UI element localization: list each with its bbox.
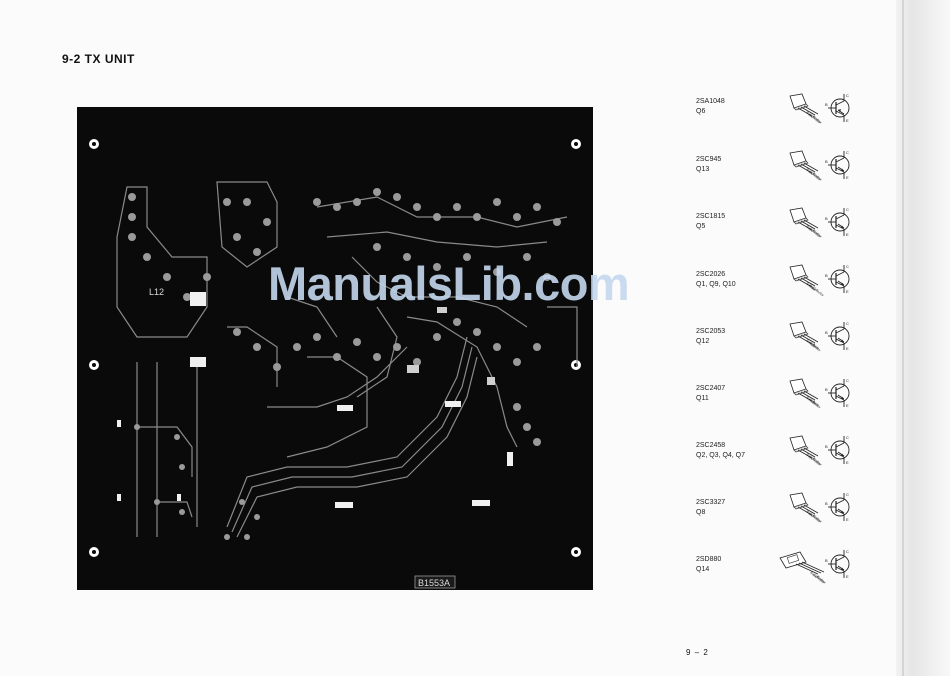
transistor-code: 2SA1048	[696, 98, 725, 105]
svg-text:E: E	[846, 574, 849, 579]
svg-text:C: C	[846, 150, 849, 155]
transistor-refs: Q5	[696, 223, 706, 230]
svg-text:E: E	[846, 403, 849, 408]
section-title: 9-2 TX UNIT	[62, 52, 135, 66]
svg-text:E: E	[846, 460, 849, 465]
svg-text:E: E	[846, 175, 849, 180]
lead-label: Base	[805, 510, 814, 518]
transistor-item: 2SA1048 Q6	[696, 97, 725, 117]
lead-label: Base	[812, 343, 821, 351]
transistor-code: 2SC2407	[696, 385, 726, 392]
lead-label: Base	[805, 225, 814, 233]
transistor-code: 2SC3327	[696, 499, 726, 506]
svg-text:C: C	[846, 93, 849, 98]
svg-text:B: B	[825, 159, 828, 164]
lead-label: Emitter	[812, 172, 823, 183]
transistor-refs: Q12	[696, 338, 710, 345]
transistor-code: 2SC2026	[696, 271, 726, 278]
svg-text:B: B	[825, 444, 828, 449]
svg-text:E: E	[846, 118, 849, 123]
svg-text:C: C	[846, 207, 849, 212]
svg-text:B: B	[825, 330, 828, 335]
svg-text:E: E	[846, 289, 849, 294]
transistor-item: 2SC945 Q13	[696, 155, 721, 175]
page-number: 9 – 2	[686, 648, 709, 657]
lead-label: Emitter	[805, 396, 816, 407]
board-code-label: B1553A	[418, 578, 450, 588]
transistor-item: 2SD880 Q14	[696, 555, 721, 575]
transistor-item: 2SC3327 Q8	[696, 498, 725, 518]
transistor-code: 2SC2458	[696, 442, 726, 449]
svg-text:C: C	[846, 435, 849, 440]
svg-text:E: E	[846, 232, 849, 237]
transistor-refs: Q1, Q9, Q10	[696, 281, 736, 288]
lead-label: Collector	[812, 286, 825, 298]
pcb-artwork: L12 B1553A	[77, 107, 593, 590]
transistor-item: 2SC1815 Q5	[696, 212, 725, 232]
lead-label: Emitter	[805, 282, 816, 293]
transistor-code: 2SC1815	[696, 213, 726, 220]
svg-text:C: C	[846, 549, 849, 554]
svg-text:C: C	[846, 264, 849, 269]
lead-label: Emitter	[812, 457, 823, 468]
svg-text:C: C	[846, 321, 849, 326]
transistor-item: 2SC2053 Q12	[696, 327, 725, 347]
lead-label: Base	[809, 571, 818, 579]
transistor-refs: Q2, Q3, Q4, Q7	[696, 452, 746, 459]
lead-label: Emitter	[812, 514, 823, 525]
lead-label: Base	[812, 400, 821, 408]
svg-text:B: B	[825, 102, 828, 107]
watermark-text: ManualsLib.com	[268, 257, 630, 310]
transistor-code: 2SD880	[696, 556, 722, 563]
transistor-refs: Q8	[696, 509, 706, 516]
transistor-item: 2SC2026 Q1, Q9, Q10	[696, 270, 736, 290]
svg-text:C: C	[846, 492, 849, 497]
transistor-refs: Q6	[696, 108, 706, 115]
transistor-refs: Q13	[696, 166, 710, 173]
svg-text:B: B	[825, 501, 828, 506]
coil-label-l12: L12	[149, 287, 164, 297]
svg-text:C: C	[846, 378, 849, 383]
page-gutter-edge	[902, 0, 904, 676]
svg-text:B: B	[825, 273, 828, 278]
transistor-code: 2SC945	[696, 156, 722, 163]
lead-label: Emitter	[805, 339, 816, 350]
transistor-code: 2SC2053	[696, 328, 726, 335]
transistor-item: 2SC2458 Q2, Q3, Q4, Q7	[696, 441, 745, 461]
svg-text:B: B	[825, 216, 828, 221]
svg-text:E: E	[846, 517, 849, 522]
transistor-item: 2SC2407 Q11	[696, 384, 725, 404]
lead-label: Emitter	[812, 115, 823, 126]
transistor-refs: Q11	[696, 395, 709, 402]
lead-label: Base	[805, 453, 814, 461]
svg-text:B: B	[825, 558, 828, 563]
svg-text:E: E	[846, 346, 849, 351]
transistor-refs: Q14	[696, 566, 710, 573]
lead-label: Base	[809, 284, 818, 292]
svg-text:B: B	[825, 387, 828, 392]
pcb-layout-image: L12 B1553A	[77, 107, 593, 590]
lead-label: Base	[805, 168, 814, 176]
page-gutter	[896, 0, 950, 676]
lead-label: Emitter	[816, 575, 827, 586]
lead-label: Base	[805, 111, 814, 119]
lead-label: Emitter	[812, 229, 823, 240]
